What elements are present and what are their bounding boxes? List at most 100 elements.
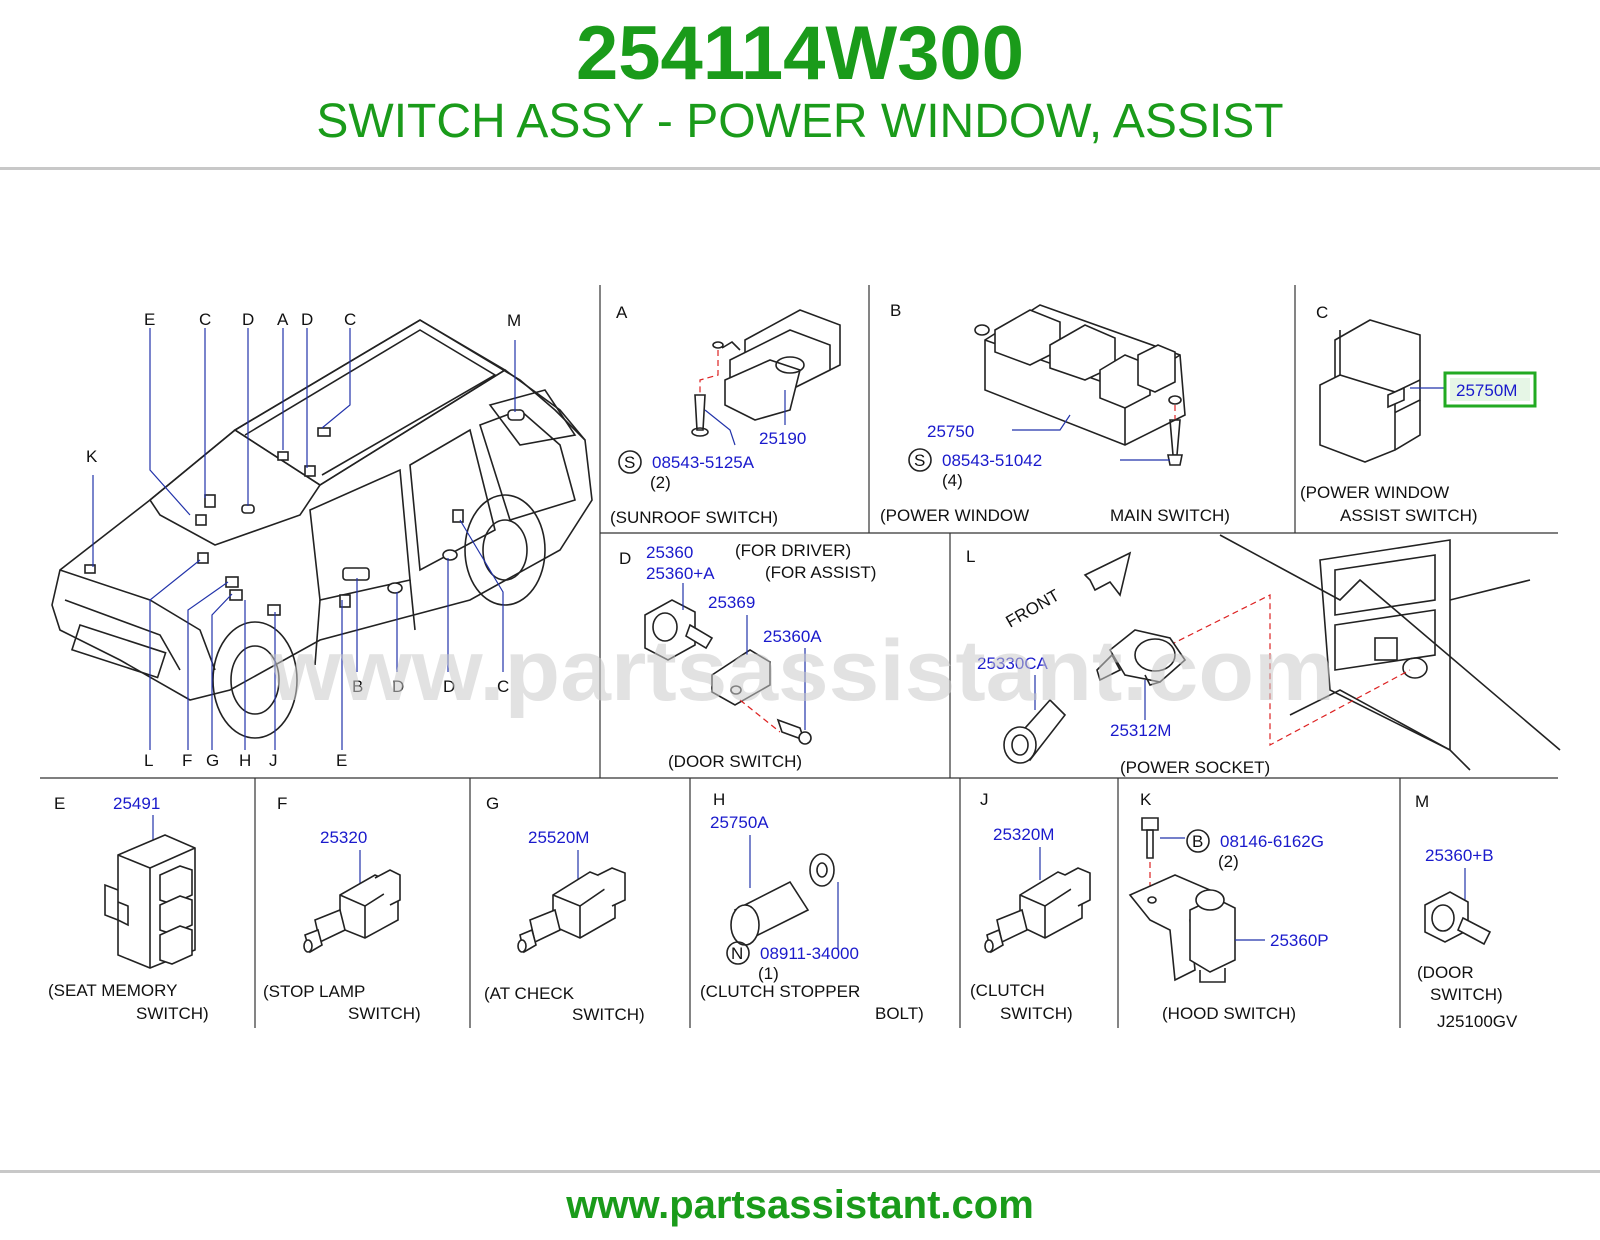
panel-caption: (AT CHECK bbox=[484, 984, 575, 1003]
front-arrow bbox=[1083, 551, 1132, 597]
fastener-symbol: N bbox=[731, 944, 743, 963]
car-letter: D bbox=[242, 310, 254, 329]
car-letter: D bbox=[301, 310, 313, 329]
panel-grid bbox=[40, 285, 1558, 1028]
part-ref: 25312M bbox=[1110, 721, 1171, 740]
panel-caption: ASSIST SWITCH) bbox=[1340, 506, 1478, 525]
part-ref: 25520M bbox=[528, 828, 589, 847]
car-letter: C bbox=[497, 677, 509, 696]
panel-caption: SWITCH) bbox=[136, 1004, 209, 1023]
part-ref: 25750 bbox=[927, 422, 974, 441]
panel-a-sunroof-switch: A 25190 S 08543-5125A (2) (SUNROOF SWITC… bbox=[610, 303, 841, 527]
fastener-symbol: S bbox=[624, 453, 635, 472]
part-ref: 08543-5125A bbox=[652, 453, 755, 472]
vehicle-leader-lines bbox=[92, 328, 516, 750]
panel-caption: SWITCH) bbox=[348, 1004, 421, 1023]
fastener-symbol: B bbox=[1192, 832, 1203, 851]
panel-letter: C bbox=[1316, 303, 1328, 322]
vehicle-overview: E C D A D C M K B D D C L F G H J E bbox=[51, 310, 593, 770]
panel-caption: (CLUTCH bbox=[970, 981, 1045, 1000]
part-ref: 25369 bbox=[708, 593, 755, 612]
quantity: (1) bbox=[758, 964, 779, 983]
note: (FOR ASSIST) bbox=[765, 563, 876, 582]
part-name-subtitle: SWITCH ASSY - POWER WINDOW, ASSIST bbox=[316, 95, 1284, 148]
panel-letter: E bbox=[54, 794, 65, 813]
car-letter: A bbox=[277, 310, 289, 329]
part-ref: 25360P bbox=[1270, 931, 1329, 950]
panel-caption: (SEAT MEMORY bbox=[48, 981, 177, 1000]
panel-c-assist-switch: C 25750M (POWER WINDOW ASSIST SWITCH) bbox=[1300, 303, 1537, 525]
panel-g-at-check-switch: G 25520M (AT CHECK SWITCH) bbox=[484, 794, 645, 1024]
parts-diagram: E C D A D C M K B D D C L F G H J E A bbox=[40, 285, 1561, 1031]
part-ref: 25360 bbox=[646, 543, 693, 562]
car-letter: D bbox=[443, 677, 455, 696]
panel-letter: M bbox=[1415, 792, 1429, 811]
part-ref: 08543-51042 bbox=[942, 451, 1042, 470]
panel-caption: (POWER WINDOW bbox=[1300, 483, 1449, 502]
part-ref: 25750A bbox=[710, 813, 769, 832]
panel-b-main-switch: B 25750 S 08543-51042 (4) (POWER WINDOW … bbox=[880, 301, 1230, 525]
panel-letter: H bbox=[713, 790, 725, 809]
car-letter: G bbox=[206, 751, 219, 770]
panel-letter: B bbox=[890, 301, 901, 320]
panel-d-door-switch: D 25360 25360+A (FOR DRIVER) (FOR ASSIST… bbox=[619, 541, 876, 771]
note: (FOR DRIVER) bbox=[735, 541, 851, 560]
footer-divider bbox=[0, 1170, 1600, 1173]
watermark: www.partsassistant.com bbox=[269, 623, 1335, 719]
car-letter: F bbox=[182, 751, 192, 770]
panel-caption: SWITCH) bbox=[572, 1005, 645, 1024]
car-letter: K bbox=[86, 447, 98, 466]
panel-e-seat-memory-switch: E 25491 (SEAT MEMORY SWITCH) bbox=[48, 794, 209, 1023]
panel-letter: A bbox=[616, 303, 628, 322]
panel-f-stop-lamp-switch: F 25320 (STOP LAMP SWITCH) bbox=[263, 794, 421, 1023]
vehicle-location-letters: E C D A D C M K B D D C L F G H J E bbox=[86, 310, 521, 770]
car-letter: D bbox=[392, 677, 404, 696]
panel-letter: F bbox=[277, 794, 287, 813]
part-ref: 25190 bbox=[759, 429, 806, 448]
part-ref-highlighted: 25750M bbox=[1456, 381, 1517, 400]
panel-k-hood-switch: K B 08146-6162G (2) 25360P (HOOD SWITCH) bbox=[1128, 790, 1329, 1023]
panel-caption: (CLUTCH STOPPER bbox=[700, 982, 860, 1001]
quantity: (4) bbox=[942, 471, 963, 490]
highlight-box bbox=[1443, 371, 1537, 408]
drawing-code: J25100GV bbox=[1437, 1012, 1518, 1031]
part-number-title: 254114W300 bbox=[576, 11, 1024, 96]
car-letter: E bbox=[144, 310, 155, 329]
car-letter: L bbox=[144, 751, 153, 770]
panel-caption: (STOP LAMP bbox=[263, 982, 365, 1001]
part-ref: 08146-6162G bbox=[1220, 832, 1324, 851]
panel-m-door-switch: M 25360+B (DOOR SWITCH) J25100GV bbox=[1415, 792, 1518, 1031]
quantity: (2) bbox=[1218, 852, 1239, 871]
fastener-symbol: S bbox=[914, 451, 925, 470]
part-ref: 25320 bbox=[320, 828, 367, 847]
panel-caption: SWITCH) bbox=[1000, 1004, 1073, 1023]
part-ref: 25330CA bbox=[977, 654, 1049, 673]
panel-caption: BOLT) bbox=[875, 1004, 924, 1023]
car-letter: E bbox=[336, 751, 347, 770]
part-ref: 25360+A bbox=[646, 564, 715, 583]
quantity: (2) bbox=[650, 473, 671, 492]
panel-caption: (SUNROOF SWITCH) bbox=[610, 508, 778, 527]
panel-caption: MAIN SWITCH) bbox=[1110, 506, 1230, 525]
panel-caption: (DOOR SWITCH) bbox=[668, 752, 802, 771]
panel-caption: (POWER WINDOW bbox=[880, 506, 1029, 525]
panel-j-clutch-switch: J 25320M (CLUTCH SWITCH) bbox=[970, 790, 1091, 1023]
car-letter: M bbox=[507, 311, 521, 330]
part-ref: 08911-34000 bbox=[760, 944, 859, 963]
part-ref: 25360A bbox=[763, 627, 822, 646]
panel-letter: G bbox=[486, 794, 499, 813]
part-ref: 25360+B bbox=[1425, 846, 1494, 865]
page-header: 254114W300 SWITCH ASSY - POWER WINDOW, A… bbox=[0, 0, 1600, 170]
header-divider bbox=[0, 167, 1600, 170]
panel-caption: (POWER SOCKET) bbox=[1120, 758, 1270, 777]
part-ref: 25491 bbox=[113, 794, 160, 813]
car-letter: B bbox=[352, 677, 363, 696]
panel-caption: (HOOD SWITCH) bbox=[1162, 1004, 1296, 1023]
car-letter: C bbox=[199, 310, 211, 329]
footer-website-url: www.partsassistant.com bbox=[566, 1183, 1034, 1227]
panel-letter: L bbox=[966, 547, 975, 566]
car-letter: H bbox=[239, 751, 251, 770]
panel-caption: SWITCH) bbox=[1430, 985, 1503, 1004]
panel-h-clutch-stopper-bolt: H 25750A N 08911-34000 (1) (CLUTCH STOPP… bbox=[700, 790, 924, 1023]
panel-letter: D bbox=[619, 549, 631, 568]
